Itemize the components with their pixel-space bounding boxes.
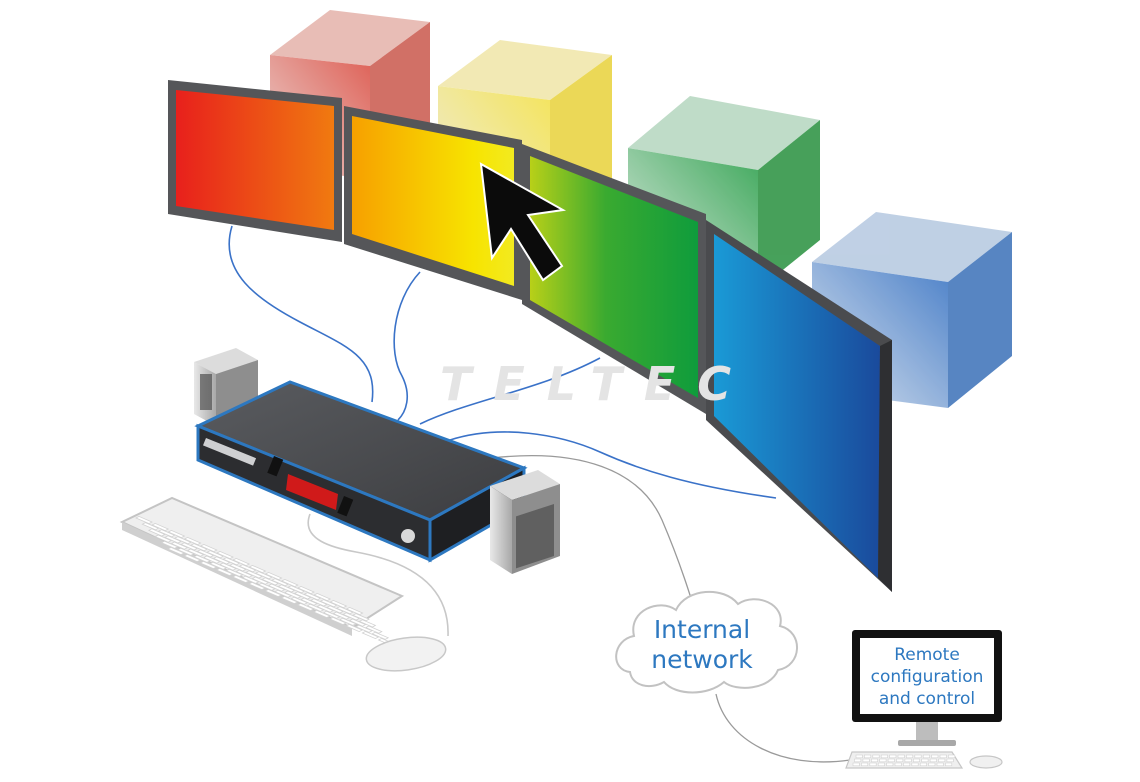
kvm-led-display <box>286 474 338 510</box>
kvm-brand-strip <box>203 438 257 466</box>
monitor-red <box>168 80 342 242</box>
cloud-label-line1: Internal <box>654 615 750 644</box>
internal-network-cloud: Internal network <box>615 591 798 694</box>
remote-workstation: Remote configuration and control <box>845 630 1003 769</box>
remote-keyboard-icon <box>845 751 964 769</box>
remote-label-line3: and control <box>879 689 975 709</box>
monitor-icon <box>852 630 1002 746</box>
network-cables <box>491 455 851 763</box>
mouse-icon <box>365 636 447 672</box>
peripheral-cable <box>307 513 449 637</box>
kvm-logo-icon <box>401 529 415 543</box>
keyboard-icon <box>119 496 405 647</box>
monitor-blue <box>706 220 892 592</box>
mouse-pointer-icon <box>479 162 567 282</box>
cloud-icon <box>615 591 798 694</box>
cloud-label-line2: network <box>651 645 753 674</box>
monitor-yellow <box>344 106 522 300</box>
monitor-green <box>522 144 706 414</box>
speaker-right-icon <box>490 470 560 574</box>
watermark-text: TELTEC <box>440 357 753 411</box>
remote-label-line1: Remote <box>894 645 960 665</box>
monitor-cables <box>228 225 777 499</box>
remote-label-line2: configuration <box>871 667 984 687</box>
remote-mouse-icon <box>969 755 1003 769</box>
